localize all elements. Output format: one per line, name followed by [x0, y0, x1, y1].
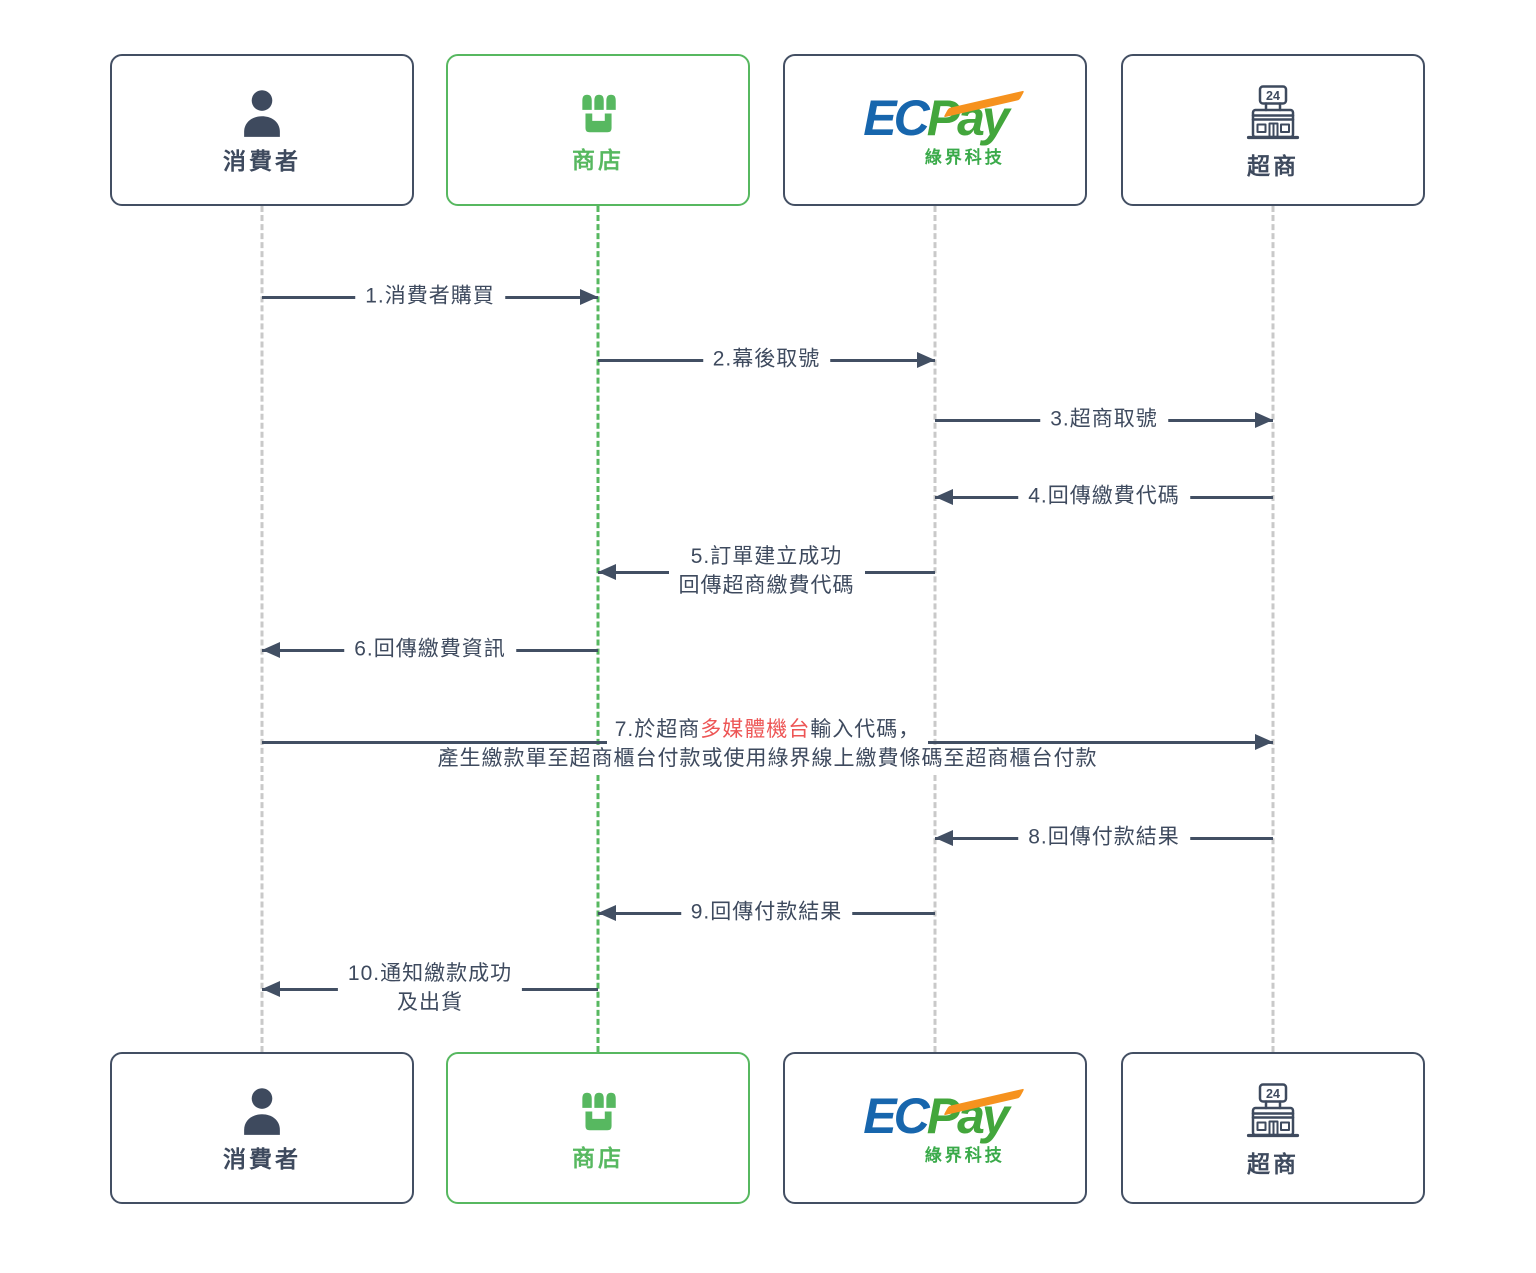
lifeline-cvs [1271, 206, 1275, 1052]
ecpay-ec-text: EC [863, 1087, 929, 1144]
convenience-store-24-icon: 24 [1245, 1081, 1301, 1141]
arrowhead-icon [598, 564, 616, 580]
actor-box-ecpay-top: ECPay 綠界科技 [783, 54, 1087, 206]
ecpay-subtitle: 綠界科技 [924, 147, 1005, 167]
arrowhead-icon [1255, 734, 1273, 750]
ecpay-wordmark: ECPay [863, 1087, 1025, 1144]
actor-label-store: 商店 [572, 1144, 624, 1171]
actor-label-consumer: 消費者 [223, 147, 301, 174]
message-5-label-line1: 5.訂單建立成功 [690, 545, 843, 569]
message-7-text: 7.於超商 [614, 718, 701, 741]
message-3-label: 3.超商取號 [1040, 404, 1168, 436]
arrowhead-icon [1255, 412, 1273, 428]
ecpay-subtitle: 綠界科技 [924, 1145, 1005, 1165]
ecpay-logo: ECPay 綠界科技 [863, 1087, 1025, 1166]
cvs-sign-24-text: 24 [1266, 1087, 1280, 1101]
message-7-label-line1: 7.於超商多媒體機台輸入代碼， [606, 716, 929, 745]
actor-box-cvs-top: 24 超商 [1121, 54, 1425, 206]
storefront-icon [572, 1087, 624, 1135]
actor-box-ecpay-bottom: ECPay 綠界科技 [783, 1052, 1087, 1204]
arrowhead-icon [935, 489, 953, 505]
lifeline-ecpay [933, 206, 937, 1052]
convenience-store-24-icon: 24 [1245, 83, 1301, 143]
ecpay-wordmark: ECPay [863, 89, 1025, 146]
ecpay-logo: ECPay 綠界科技 [863, 89, 1025, 168]
message-5-label: 5.訂單建立成功 回傳超商繳費代碼 [668, 542, 865, 602]
lifeline-consumer [260, 206, 264, 1052]
message-10-label-line1: 10.通知繳款成功 [347, 962, 513, 986]
actor-label-consumer: 消費者 [223, 1145, 301, 1172]
message-9-label: 9.回傳付款結果 [680, 897, 853, 929]
arrowhead-icon [262, 981, 280, 997]
lifeline-store [596, 206, 600, 1052]
message-5-label-line2: 回傳超商繳費代碼 [678, 574, 855, 597]
person-icon [236, 88, 288, 138]
arrowhead-icon [580, 289, 598, 305]
message-10-label-line2: 及出貨 [396, 991, 463, 1014]
message-7-label-line2: 產生繳款單至超商櫃台付款或使用綠界線上繳費條碼至超商櫃台付款 [429, 744, 1106, 774]
arrowhead-icon [598, 905, 616, 921]
storefront-icon [572, 89, 624, 137]
actor-label-cvs: 超商 [1247, 152, 1299, 179]
arrowhead-icon [262, 642, 280, 658]
message-4-label: 4.回傳繳費代碼 [1018, 481, 1190, 513]
message-1-label: 1.消費者購買 [355, 281, 505, 313]
actor-label-cvs: 超商 [1247, 1150, 1299, 1177]
message-7-label: 7.於超商多媒體機台輸入代碼， 產生繳款單至超商櫃台付款或使用綠界線上繳費條碼至… [429, 716, 1106, 774]
actor-box-store-top: 商店 [446, 54, 750, 206]
message-7-highlight-text: 多媒體機台 [700, 718, 811, 741]
message-8-label: 8.回傳付款結果 [1018, 822, 1190, 854]
message-2-label: 2.幕後取號 [702, 344, 831, 376]
ecpay-ec-text: EC [863, 89, 929, 146]
person-icon [236, 1086, 288, 1136]
cvs-sign-24-text: 24 [1266, 89, 1280, 103]
actor-box-consumer-top: 消費者 [110, 54, 414, 206]
message-10-label: 10.通知繳款成功 及出貨 [337, 959, 523, 1019]
arrowhead-icon [917, 352, 935, 368]
actor-box-store-bottom: 商店 [446, 1052, 750, 1204]
arrowhead-icon [935, 830, 953, 846]
actor-box-consumer-bottom: 消費者 [110, 1052, 414, 1204]
message-7-text: 輸入代碼， [810, 718, 921, 741]
message-6-label: 6.回傳繳費資訊 [344, 634, 516, 666]
actor-box-cvs-bottom: 24 超商 [1121, 1052, 1425, 1204]
actor-label-store: 商店 [572, 146, 624, 173]
